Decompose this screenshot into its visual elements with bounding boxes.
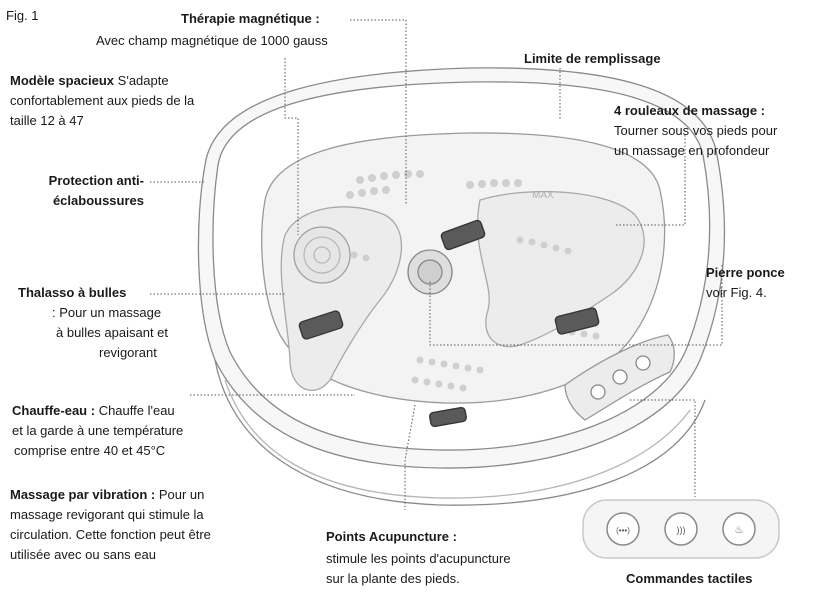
water-heater-text-2: et la garde à une température	[12, 422, 183, 440]
magnetic-therapy-title: Thérapie magnétique :	[181, 10, 320, 28]
vibration-massage-callout: Massage par vibration : Pour un	[10, 486, 250, 504]
acupuncture-points-text-2: sur la plante des pieds.	[326, 570, 460, 588]
spacious-model-callout: Modèle spacieux S'adapte	[10, 72, 230, 90]
svg-text:MAX: MAX	[532, 190, 554, 201]
magnetic-therapy-text: Avec champ magnétique de 1000 gauss	[96, 32, 328, 50]
fill-limit-title: Limite de remplissage	[524, 50, 661, 68]
vibration-massage-text-3: circulation. Cette fonction peut être	[10, 526, 211, 544]
water-heater-title: Chauffe-eau :	[12, 403, 95, 418]
svg-text:(•••): (•••)	[616, 526, 630, 535]
vibration-massage-title: Massage par vibration :	[10, 487, 155, 502]
massage-rollers-title: 4 rouleaux de massage :	[614, 102, 765, 120]
splash-protection-title-1: Protection anti-	[40, 172, 144, 190]
vibration-massage-text-4: utilisée avec ou sans eau	[10, 546, 156, 564]
figure-label: Fig. 1	[6, 8, 39, 23]
acupuncture-points-title: Points Acupuncture :	[326, 528, 457, 546]
pumice-stone-text: voir Fig. 4.	[706, 284, 767, 302]
water-heater-text-3: comprise entre 40 et 45°C	[14, 442, 165, 460]
bubble-thalasso-title: Thalasso à bulles	[18, 284, 126, 302]
splash-protection-title-2: éclaboussures	[40, 192, 144, 210]
vibration-massage-text-1: Pour un	[159, 487, 205, 502]
water-heater-callout: Chauffe-eau : Chauffe l'eau	[12, 402, 212, 420]
bubble-thalasso-text-3: revigorant	[99, 344, 157, 362]
massage-rollers-text-2: un massage en profondeur	[614, 142, 769, 160]
pumice-stone-title: Pierre ponce	[706, 264, 785, 282]
control-panel-inset: (•••) ))) ♨	[583, 500, 779, 558]
water-heater-text-1: Chauffe l'eau	[99, 403, 175, 418]
massage-rollers-text-1: Tourner sous vos pieds pour	[614, 122, 777, 140]
acupuncture-points-text-1: stimule les points d'acupuncture	[326, 550, 511, 568]
spacious-model-text-1: S'adapte	[118, 73, 169, 88]
svg-text:))): )))	[677, 525, 686, 535]
spacious-model-title: Modèle spacieux	[10, 73, 114, 88]
bubble-thalasso-text-2: à bulles apaisant et	[56, 324, 168, 342]
svg-text:♨: ♨	[735, 525, 744, 536]
spacious-model-text-2: confortablement aux pieds de la	[10, 92, 194, 110]
vibration-massage-text-2: massage revigorant qui stimule la	[10, 506, 204, 524]
touch-controls-title: Commandes tactiles	[626, 570, 752, 588]
bubble-thalasso-text-1: : Pour un massage	[52, 304, 161, 322]
spacious-model-text-3: taille 12 à 47	[10, 112, 84, 130]
